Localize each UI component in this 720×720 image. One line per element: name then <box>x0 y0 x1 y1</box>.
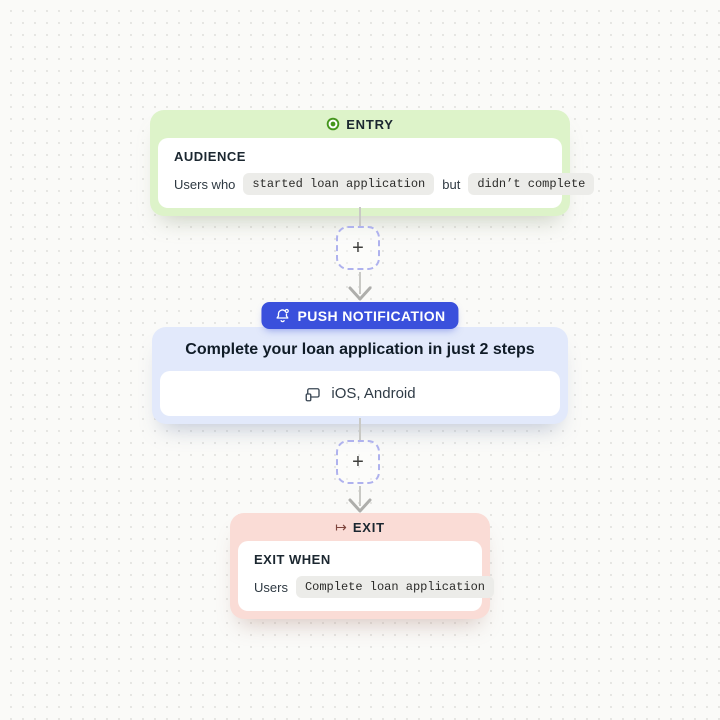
exit-event-chip[interactable]: Complete loan application <box>295 576 494 598</box>
audience-label: AUDIENCE <box>174 149 246 164</box>
exit-when-label: EXIT WHEN <box>254 552 331 567</box>
entry-node-header: ENTRY <box>150 110 570 138</box>
exit-arrow-icon: ↦ <box>335 519 347 535</box>
push-message-title: Complete your loan application in just 2… <box>185 341 535 358</box>
plus-icon: + <box>352 236 364 259</box>
entry-node-body: AUDIENCE Users who started loan applicat… <box>158 138 595 208</box>
push-notification-badge[interactable]: PUSH NOTIFICATION <box>261 302 459 329</box>
connector-stem <box>359 418 361 440</box>
negation-chip[interactable]: didn’t complete <box>468 173 595 195</box>
audience-prefix-text: Users who <box>174 176 236 192</box>
arrow-down-icon <box>347 486 373 518</box>
exit-node-header: ↦ EXIT <box>230 513 490 541</box>
arrow-down-icon <box>347 272 373 306</box>
add-step-button[interactable]: + <box>336 226 380 270</box>
exit-badge-label: EXIT <box>352 519 385 535</box>
audience-condition-row: Users who started loan application but d… <box>174 173 595 195</box>
entry-node[interactable]: ENTRY AUDIENCE Users who started loan ap… <box>150 110 595 216</box>
exit-condition-row: Users Complete loan application <box>254 576 494 598</box>
platforms-row: iOS, Android <box>160 371 560 416</box>
plus-icon: + <box>352 450 364 473</box>
exit-node[interactable]: ↦ EXIT EXIT WHEN Users Complete loan app… <box>230 513 494 619</box>
exit-prefix-text: Users <box>254 579 288 595</box>
event-chip[interactable]: started loan application <box>243 173 435 195</box>
push-badge-label: PUSH NOTIFICATION <box>297 307 446 324</box>
platforms-label: iOS, Android <box>331 385 416 402</box>
exit-node-body: EXIT WHEN Users Complete loan applicatio… <box>238 541 494 611</box>
conjunction-text: but <box>442 176 461 192</box>
add-step-button[interactable]: + <box>336 440 380 484</box>
entry-badge-label: ENTRY <box>346 116 394 132</box>
bell-icon <box>274 308 290 324</box>
entry-dot-icon <box>326 117 340 131</box>
devices-icon <box>304 385 322 403</box>
push-notification-node[interactable]: Complete your loan application in just 2… <box>152 327 568 424</box>
connector-stem <box>359 207 361 226</box>
